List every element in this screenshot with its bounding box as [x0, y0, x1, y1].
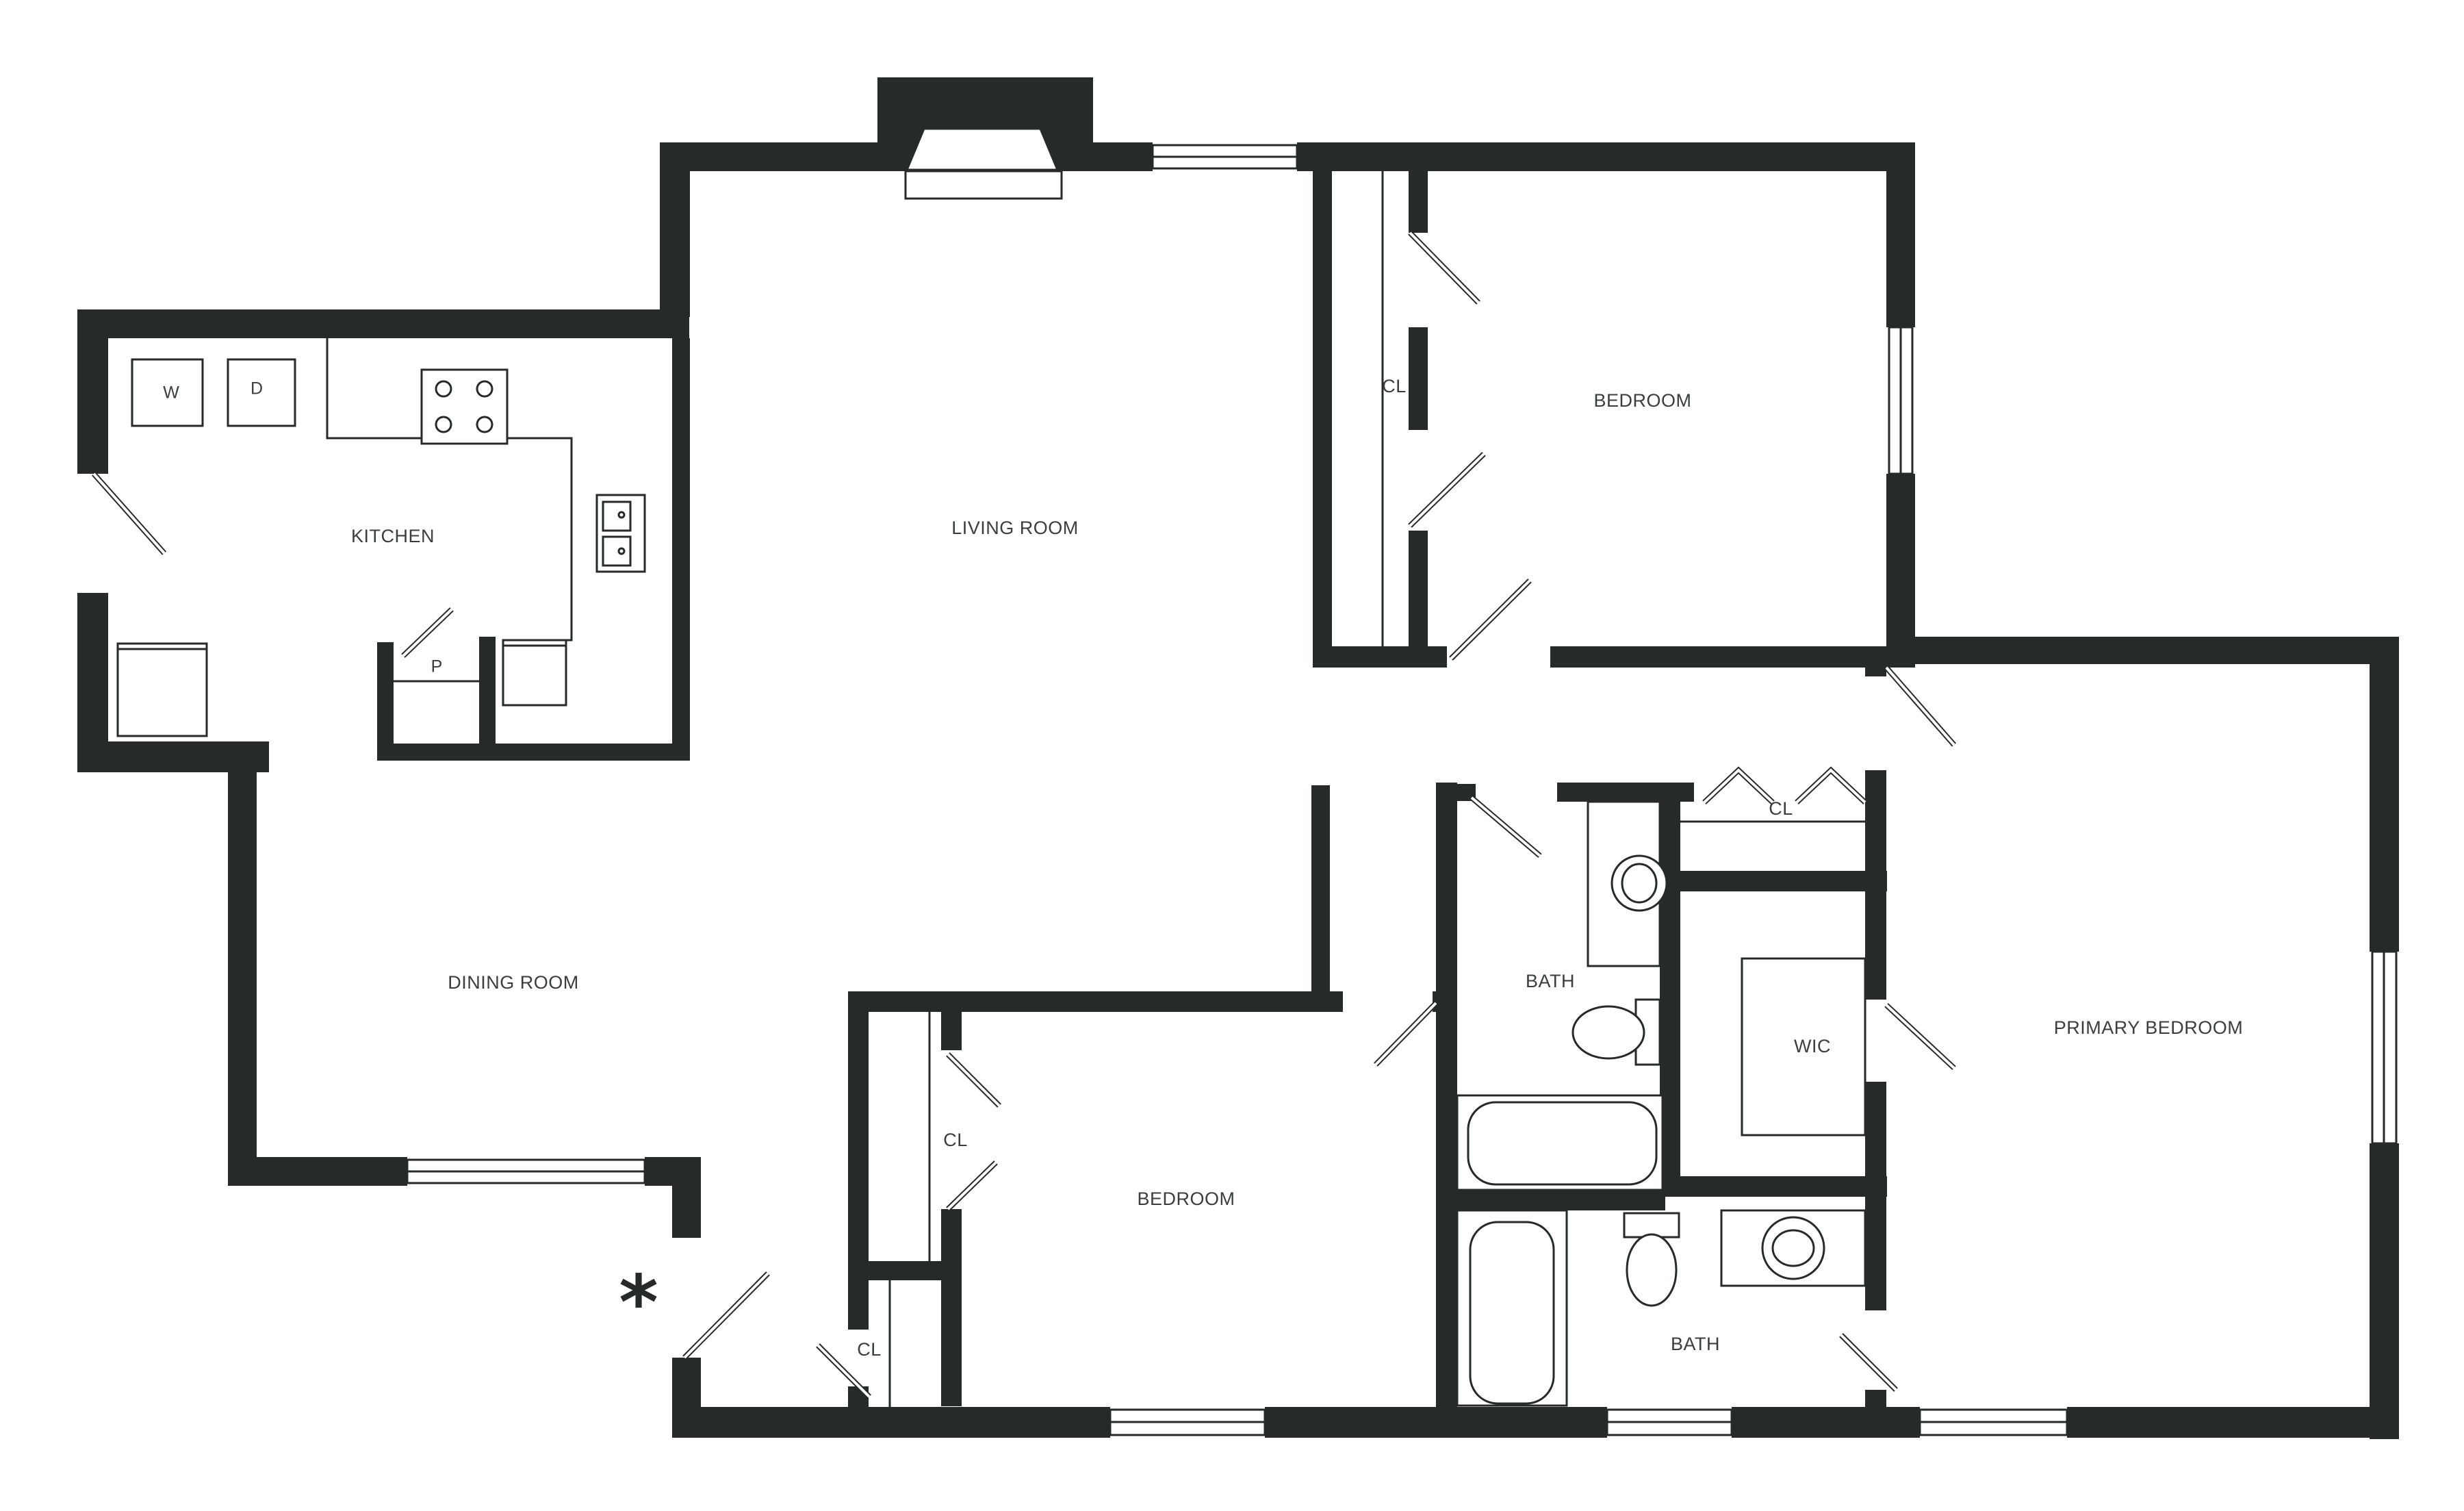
- entry-marker: *: [619, 1258, 658, 1346]
- wall: [1436, 784, 1476, 801]
- room-label-dining-room: DINING ROOM: [448, 972, 579, 993]
- refrigerator: [502, 639, 567, 707]
- wall: [1436, 1190, 1665, 1210]
- walls: [77, 77, 2399, 1439]
- room-label-bath-lower: BATH: [1671, 1334, 1720, 1354]
- wall: [848, 991, 1343, 1012]
- wall: [1436, 783, 1457, 1434]
- wall: [1550, 646, 1915, 668]
- toilet-tank: [1634, 998, 1661, 1066]
- dryer-label: D: [251, 379, 263, 398]
- wall: [228, 760, 257, 1186]
- wall: [672, 1157, 701, 1238]
- room-label-primary-bedroom: PRIMARY BEDROOM: [2054, 1017, 2244, 1038]
- wall: [377, 744, 690, 761]
- wall: [660, 142, 690, 317]
- wall: [228, 1157, 407, 1186]
- bath-upper-fixtures: [1456, 800, 1668, 1191]
- wall: [1660, 1176, 1887, 1197]
- wall: [672, 338, 690, 761]
- bifold-door: [1795, 766, 1867, 804]
- wall: [2067, 1407, 2399, 1438]
- wall: [479, 637, 496, 761]
- wall: [77, 309, 689, 338]
- wall: [1409, 327, 1428, 430]
- wall: [1865, 657, 1886, 676]
- room-label-wic: WIC: [1794, 1036, 1831, 1056]
- bath-lower-fixtures: [1456, 1209, 1866, 1407]
- doors: [92, 231, 1957, 1399]
- bifold-door: [1702, 766, 1775, 804]
- wall: [77, 309, 108, 474]
- wall: [1311, 785, 1330, 1012]
- closet-label: CL: [857, 1339, 882, 1360]
- closet-label: CL: [1382, 376, 1407, 396]
- windows: [406, 144, 2398, 1436]
- washer-label: W: [163, 383, 179, 403]
- wall: [672, 1407, 1110, 1438]
- toilet: [1571, 1005, 1645, 1060]
- wall: [377, 642, 394, 761]
- wall: [941, 1012, 962, 1050]
- water-heater: [116, 642, 208, 737]
- room-label-bedroom-lower: BEDROOM: [1137, 1189, 1235, 1209]
- bathtub: [1467, 1101, 1658, 1186]
- kitchen-fixtures: [116, 338, 646, 737]
- washer: [131, 358, 204, 427]
- wall: [941, 1209, 962, 1406]
- wall: [1732, 1407, 1920, 1438]
- bathtub: [1469, 1221, 1555, 1405]
- wall: [1865, 1082, 1886, 1310]
- wall: [1313, 171, 1332, 668]
- wall: [1865, 770, 1886, 1000]
- stove: [420, 368, 509, 445]
- wall: [1409, 531, 1428, 650]
- wall: [660, 142, 1153, 171]
- wall: [1433, 991, 1457, 1012]
- wall: [1886, 474, 1915, 664]
- room-label-kitchen: KITCHEN: [351, 526, 435, 546]
- room-label-bath-upper: BATH: [1526, 971, 1575, 991]
- wall: [2370, 1143, 2399, 1439]
- wall: [1886, 142, 1915, 327]
- wall: [672, 1358, 701, 1438]
- room-label-living-room: LIVING ROOM: [951, 518, 1079, 538]
- fireplace: [904, 127, 1063, 200]
- wall: [1660, 871, 1887, 891]
- closet-label: CL: [943, 1130, 968, 1150]
- wall: [1409, 171, 1428, 233]
- room-label-bedroom-upper: BEDROOM: [1593, 390, 1691, 411]
- wall: [848, 1261, 869, 1330]
- pantry-label: P: [431, 657, 443, 676]
- wall: [2370, 637, 2399, 952]
- closet-label: CL: [1769, 798, 1793, 819]
- wall: [1297, 142, 1915, 171]
- room-labels: KITCHEN LIVING ROOM DINING ROOM BEDROOM …: [163, 376, 2243, 1360]
- kitchen-sink: [595, 494, 646, 573]
- toilet: [1626, 1233, 1678, 1307]
- wic-shelf: [1741, 957, 1866, 1137]
- dryer: [227, 358, 296, 427]
- wall: [1265, 1407, 1607, 1438]
- wall: [1886, 637, 2399, 664]
